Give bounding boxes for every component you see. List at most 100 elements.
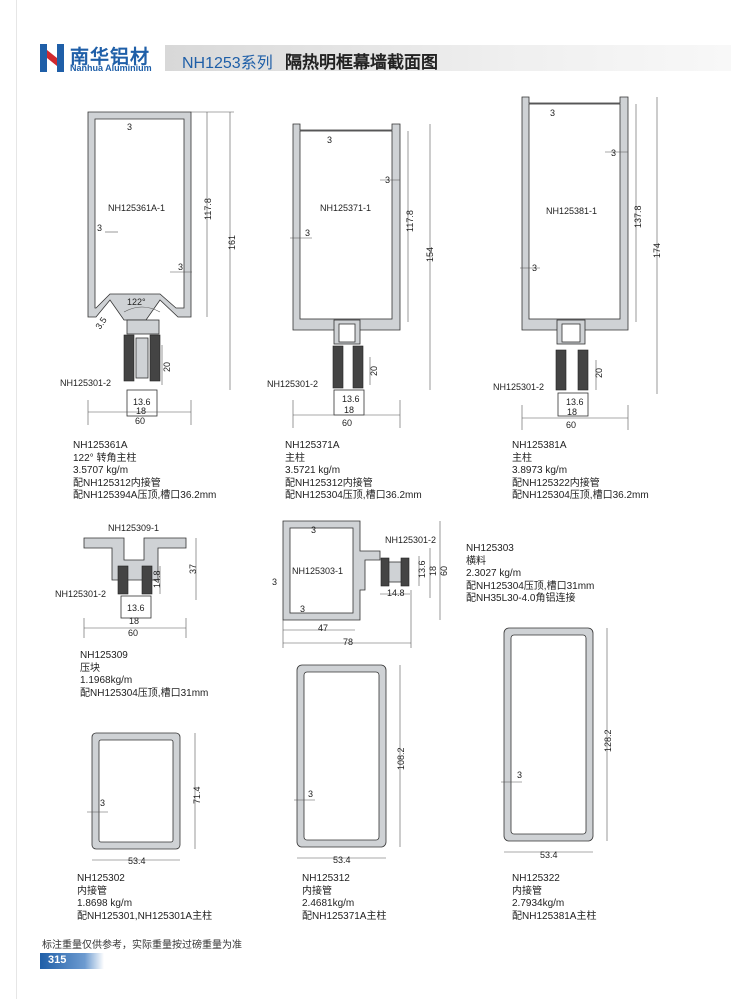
profile-caption-nh125302: NH125302 内接管 1.8698 kg/m 配NH125301,NH125… [77,873,212,923]
p3-dim-20: 20 [594,368,604,378]
p4-dim-37: 37 [188,564,198,574]
p5-strip-label: NH125301-2 [385,535,436,545]
profile-caption-nh125309: NH125309 压块 1.1968kg/m 配NH125304压顶,槽口31m… [80,650,208,700]
p8-dim-t: 3 [517,770,522,780]
profile-weight: 2.7934kg/m [512,898,565,909]
p4-part-label: NH125309-1 [108,523,159,533]
p4-strip-label: NH125301-2 [55,589,106,599]
page-number: 315 [48,954,67,966]
p2-dim-t2: 3 [305,228,310,238]
p4-dim-18: 18 [129,616,139,626]
p3-dim-t2: 3 [611,148,616,158]
logo-mark-icon [40,44,64,72]
p1-dim-angle: 122° [127,297,146,307]
profile-name: 横料 [466,555,486,567]
p2-dim-20: 20 [369,366,379,376]
profile-code: NH125322 [512,873,560,884]
profile-code: NH125371A [285,440,340,451]
p3-dim-136: 13.6 [566,397,584,407]
profile-drawing-nh125309 [83,537,197,638]
profile-weight: 1.1968kg/m [80,675,133,686]
profile-drawing-nh125371a [290,123,431,428]
brand-name-cn: 南华铝材 [70,47,151,68]
profile-caption-nh125312: NH125312 内接管 2.4681kg/m 配NH125371A主柱 [302,873,386,923]
profile-code: NH125303 [466,543,514,554]
profile-code: NH125381A [512,440,567,451]
p6-dim-h: 71.4 [192,786,202,804]
p7-dim-t: 3 [308,789,313,799]
profile-code: NH125312 [302,873,350,884]
profile-caption-nh125381a: NH125381A 主柱 3.8973 kg/m 配NH125322内接管 配N… [512,440,649,503]
brand-logo: 南华铝材 Nanhua Aluminium [40,40,190,76]
p1-dim-h1: 117.8 [203,198,213,220]
series-code: NH1253系列 [182,55,273,72]
profile-drawing-nh125361a [87,111,234,425]
profile-note: 配NH125312内接管 [285,477,373,489]
p2-dim-18: 18 [344,405,354,415]
profile-name: 内接管 [77,885,107,897]
p5-dim-136: 13.6 [417,560,427,578]
p8-dim-h: 128.2 [603,729,613,752]
profile-name: 主柱 [285,452,305,464]
p5-dim-78: 78 [343,637,353,647]
profile-name: 内接管 [302,885,332,897]
p8-dim-w: 53.4 [540,850,558,860]
p3-dim-h2: 174 [652,243,662,258]
profile-name: 压块 [80,662,100,674]
profile-note: 配NH125371A主柱 [302,910,387,922]
profile-note: 配NH125304压顶,槽口31mm [466,580,595,592]
p1-dim-t2: 3 [97,223,102,233]
profile-weight: 3.5721 kg/m [285,465,341,476]
profile-note: 配NH125381A主柱 [512,910,597,922]
footer-note: 标注重量仅供参考，实际重量按过磅重量为准 [42,940,242,951]
p1-dim-136: 13.6 [133,397,151,407]
p1-dim-h2: 161 [227,235,237,250]
p2-dim-t3: 3 [385,175,390,185]
p2-dim-t: 3 [327,135,332,145]
profile-note: 配NH125304压顶,槽口31mm [80,687,209,699]
profile-code: NH125361A [73,440,128,451]
p5-dim-t: 3 [311,525,316,535]
p3-part-label: NH125381-1 [546,206,597,216]
p5-dim-47: 47 [318,623,328,633]
profile-note: 配NH125312内接管 [73,477,161,489]
p2-part-label: NH125371-1 [320,203,371,213]
p4-dim-148: 14.8 [152,570,162,588]
page-number-tab [40,953,104,969]
p5-dim-148: 14.8 [387,588,405,598]
profile-code: NH125302 [77,873,125,884]
p4-dim-136: 13.6 [127,603,145,613]
profile-note: 配NH125304压顶,槽口36.2mm [285,490,422,501]
profile-code: NH125309 [80,650,128,661]
p5-dim-t3: 3 [300,604,305,614]
profile-drawing-nh125303 [282,520,441,648]
profile-name: 内接管 [512,885,542,897]
p5-dim-60: 60 [439,566,449,576]
profile-caption-nh125303: NH125303 横料 2.3027 kg/m 配NH125304压顶,槽口31… [466,543,594,606]
profile-note: 配NH125394A压顶,槽口36.2mm [73,490,217,501]
profile-weight: 2.3027 kg/m [466,568,522,579]
p5-dim-t2: 3 [272,577,277,587]
p1-strip-label: NH125301-2 [60,378,111,388]
brand-name-en: Nanhua Aluminium [70,63,152,73]
profile-caption-nh125322: NH125322 内接管 2.7934kg/m 配NH125381A主柱 [512,873,596,923]
p3-dim-60: 60 [566,420,576,430]
p2-dim-60: 60 [342,418,352,428]
p6-dim-w: 53.4 [128,856,146,866]
p5-part-label: NH125303-1 [292,566,343,576]
profile-weight: 2.4681kg/m [302,898,355,909]
p1-dim-t: 3 [127,122,132,132]
profile-weight: 3.8973 kg/m [512,465,568,476]
p3-dim-t3: 3 [532,263,537,273]
p7-dim-h: 108.2 [396,747,406,770]
profile-drawing-nh125322 [501,627,608,853]
p2-dim-h2: 154 [425,247,435,262]
profile-note: 配NH125322内接管 [512,477,600,489]
p2-dim-136: 13.6 [342,394,360,404]
profile-note: 配NH125304压顶,槽口36.2mm [512,490,649,501]
p2-dim-h1: 117.8 [405,210,415,232]
p3-dim-18: 18 [567,407,577,417]
p6-dim-t: 3 [100,798,105,808]
profile-weight: 1.8698 kg/m [77,898,133,909]
